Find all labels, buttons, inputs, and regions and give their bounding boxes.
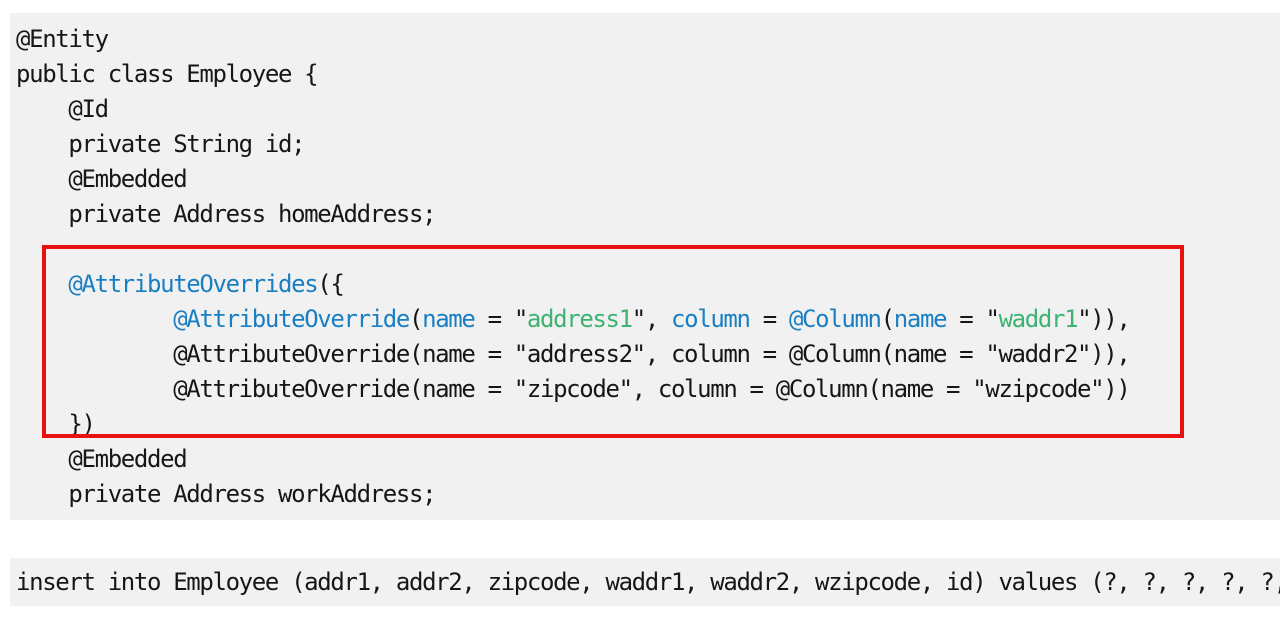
code-panel: @Entity public class Employee { @Id priva… <box>10 13 1280 520</box>
code-token-keyword: @Column <box>788 305 882 333</box>
code-token-plain: = <box>749 305 789 333</box>
code-line: @Embedded <box>16 442 1280 477</box>
code-token-plain: public class Employee { <box>16 60 319 88</box>
code-line: @Entity <box>16 22 1280 57</box>
sql-panel: insert into Employee (addr1, addr2, zipc… <box>10 558 1280 606</box>
code-token-plain: = " <box>946 305 1000 333</box>
code-line: @Embedded <box>16 162 1280 197</box>
code-token-plain: @AttributeOverride(name = "address2", co… <box>16 340 1131 368</box>
code-token-plain: @Embedded <box>16 445 187 473</box>
code-token-keyword: name <box>893 305 948 333</box>
sql-insert-statement: insert into Employee (addr1, addr2, zipc… <box>16 568 1280 596</box>
code-token-plain: private Address homeAddress; <box>16 200 436 228</box>
code-token-plain <box>16 270 68 298</box>
code-token-plain: @Embedded <box>16 165 187 193</box>
code-token-keyword: column <box>671 305 751 333</box>
code-token-plain: ")), <box>1077 305 1131 333</box>
code-line <box>16 232 1280 267</box>
code-line: @AttributeOverride(name = "address1", co… <box>16 302 1280 337</box>
code-line: private Address homeAddress; <box>16 197 1280 232</box>
code-line: private String id; <box>16 127 1280 162</box>
code-token-keyword: name <box>422 305 476 333</box>
code-token-keyword: @AttributeOverrides <box>68 270 318 298</box>
code-token-plain: @Id <box>16 95 109 123</box>
code-token-plain: @Entity <box>16 25 109 53</box>
code-line: private Address workAddress; <box>16 477 1280 512</box>
code-token-plain: ( <box>409 305 423 333</box>
code-block: @Entity public class Employee { @Id priva… <box>16 22 1280 512</box>
code-token-plain <box>16 305 173 333</box>
code-line: public class Employee { <box>16 57 1280 92</box>
code-token-keyword: @AttributeOverride <box>173 305 410 333</box>
code-line: }) <box>16 407 1280 442</box>
code-token-string: waddr1 <box>998 305 1079 333</box>
code-token-plain: = " <box>474 305 529 333</box>
code-line: @AttributeOverride(name = "address2", co… <box>16 337 1280 372</box>
code-token-plain: private String id; <box>16 130 305 158</box>
code-token-plain: private Address workAddress; <box>16 480 436 508</box>
code-line: @AttributeOverrides({ <box>16 267 1280 302</box>
code-token-plain: ( <box>880 305 895 333</box>
code-token-plain: ", <box>631 305 672 333</box>
code-token-plain: }) <box>16 410 96 438</box>
code-token-plain: ({ <box>317 270 345 298</box>
code-token-plain: @AttributeOverride(name = "zipcode", col… <box>16 375 1131 403</box>
code-token-string: address1 <box>526 305 633 333</box>
code-line: @Id <box>16 92 1280 127</box>
code-line: @AttributeOverride(name = "zipcode", col… <box>16 372 1280 407</box>
